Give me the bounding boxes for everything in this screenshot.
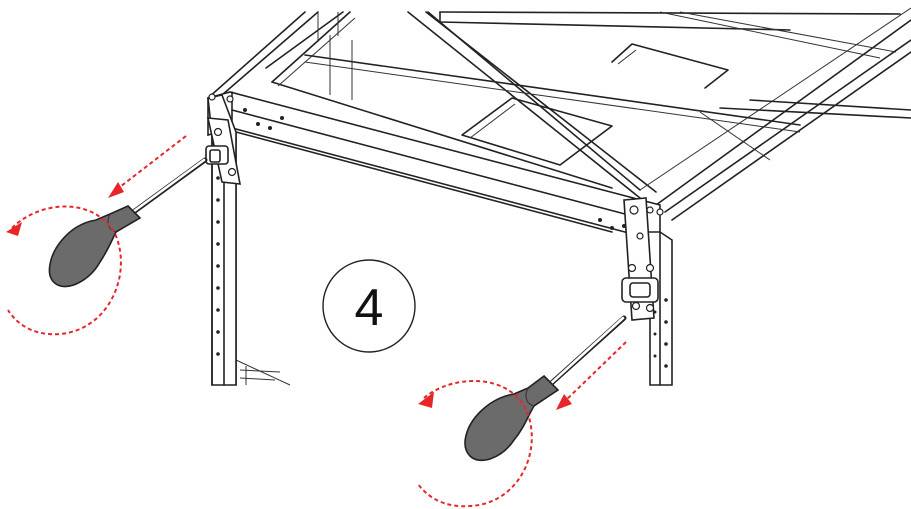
step-number: 4 [355, 279, 384, 337]
right-pull-out-arrow-icon [556, 341, 627, 410]
step-badge: 4 [322, 259, 416, 353]
right-screwdriver-icon [464, 315, 627, 462]
left-upright-post [205, 93, 241, 386]
left-pull-out-arrow-icon [108, 135, 187, 198]
cabinet-top-frame [207, 7, 911, 221]
left-rotate-counterclockwise-arrow-icon [6, 205, 122, 336]
right-upright-post [621, 197, 673, 386]
left-screwdriver-icon [48, 157, 208, 288]
right-rotate-counterclockwise-arrow-icon [417, 380, 533, 508]
